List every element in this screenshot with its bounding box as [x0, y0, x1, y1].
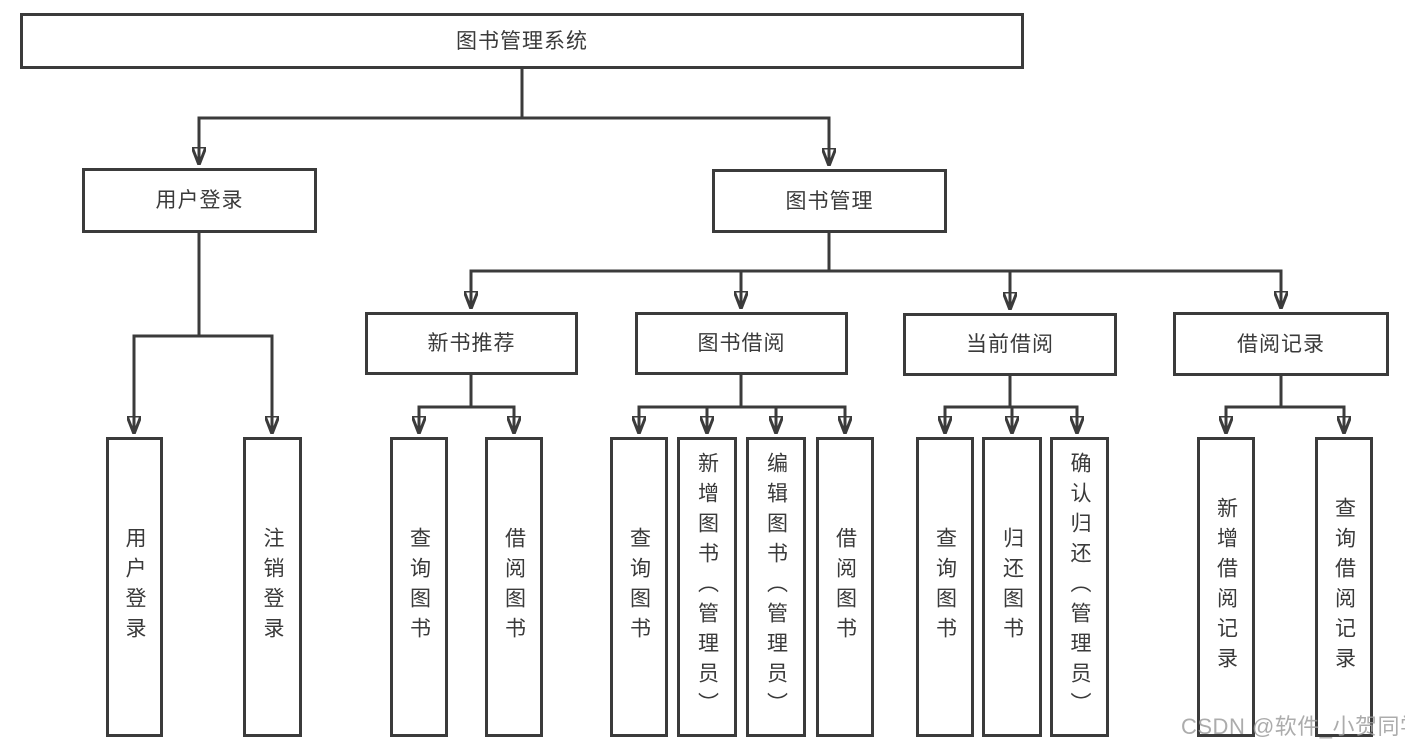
node-leaf-return-book: 归还图书	[982, 437, 1042, 737]
node-leaf-logout: 注销登录	[243, 437, 302, 737]
node-user-login-module: 用户登录	[82, 168, 317, 233]
node-leaf-borrow-book-1: 借阅图书	[485, 437, 543, 737]
node-borrow-record: 借阅记录	[1173, 312, 1389, 376]
node-leaf-query-book-3: 查询图书	[916, 437, 974, 737]
node-book-management-module: 图书管理	[712, 169, 947, 233]
node-leaf-query-book-1: 查询图书	[390, 437, 448, 737]
node-leaf-add-book-admin: 新增图书（管理员）	[677, 437, 737, 737]
node-current-borrow: 当前借阅	[903, 313, 1117, 376]
node-leaf-query-borrow-record: 查询借阅记录	[1315, 437, 1373, 737]
node-leaf-query-book-2: 查询图书	[610, 437, 668, 737]
node-leaf-edit-book-admin: 编辑图书（管理员）	[746, 437, 806, 737]
node-leaf-user-login: 用户登录	[106, 437, 163, 737]
csdn-watermark: CSDN @软件_小贺同学	[1181, 714, 1405, 739]
node-library-management-system: 图书管理系统	[20, 13, 1024, 69]
node-leaf-add-borrow-record: 新增借阅记录	[1197, 437, 1255, 737]
node-book-borrow: 图书借阅	[635, 312, 848, 375]
node-new-book-recommend: 新书推荐	[365, 312, 578, 375]
node-leaf-confirm-return-admin: 确认归还（管理员）	[1050, 437, 1109, 737]
node-leaf-borrow-book-2: 借阅图书	[816, 437, 874, 737]
